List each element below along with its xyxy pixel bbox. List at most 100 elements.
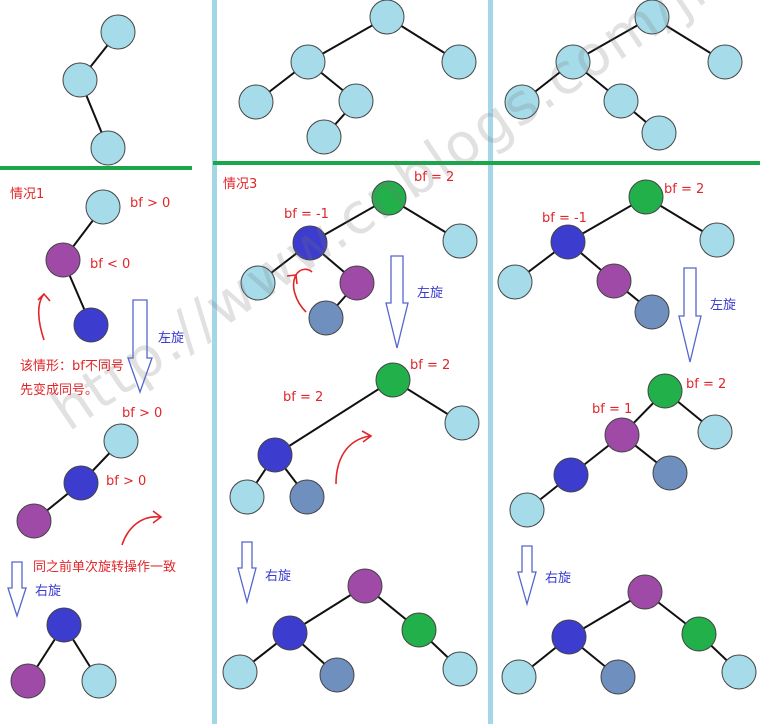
green-tree-node [371,180,407,216]
cyan-tree-node [555,44,591,80]
cyan-tree-node [85,189,121,225]
purple-tree-node [339,265,375,301]
down-arrow-icon [127,299,153,394]
cyan-tree-node [103,423,139,459]
blue-tree-node [63,465,99,501]
green-tree-node [647,373,683,409]
purple-tree-node [596,263,632,299]
slate-tree-node [634,294,670,330]
case1-title: 情况1 [10,187,45,202]
cyan-tree-node [641,115,677,151]
divider-left [212,0,217,724]
cyan-tree-node [721,654,757,690]
blue-tree-node [272,615,308,651]
cyan-tree-node [444,405,480,441]
cyan-tree-node [634,0,670,35]
cyan-tree-node [238,84,274,120]
down-arrow-icon [237,541,257,605]
purple-tree-node [627,574,663,610]
cyan-tree-node [699,222,735,258]
note-text: 同之前单次旋转操作一致 [33,560,177,575]
case3-title: 情况3 [223,177,258,192]
curved-arrow-icon [152,510,163,524]
note-text: 先变成同号。 [20,383,99,398]
bf-label: bf = 2 [283,390,324,405]
green-tree-node [681,616,717,652]
green-tree-node [401,612,437,648]
blue-tree-node [553,457,589,493]
rotate-label: 右旋 [35,584,62,599]
purple-tree-node [10,663,46,699]
bf-label: bf = 2 [664,182,705,197]
cyan-tree-node [290,44,326,80]
slate-tree-node [600,659,636,695]
bf-label: bf = -1 [284,207,329,222]
cyan-tree-node [369,0,405,35]
purple-tree-node [45,242,81,278]
divider-green-right [213,161,760,165]
blue-tree-node [257,437,293,473]
bf-label: bf > 0 [106,474,147,489]
cyan-tree-node [90,130,126,166]
green-tree-node [628,179,664,215]
cyan-tree-node [707,44,743,80]
cyan-tree-node [240,265,276,301]
cyan-tree-node [603,83,639,119]
curved-arrow-icon [286,274,298,285]
cyan-tree-node [229,479,265,515]
curved-arrow-icon [335,435,371,485]
slate-tree-node [308,300,344,336]
tree-edge [526,390,666,511]
purple-tree-node [347,568,383,604]
cyan-tree-node [504,84,540,120]
slate-tree-node [652,455,688,491]
rotate-label: 左旋 [417,286,444,301]
down-arrow-icon [678,267,702,363]
curved-arrow-icon [361,430,373,443]
cyan-tree-node [81,663,117,699]
note-text: 该情形：bf不同号 [20,359,124,374]
purple-tree-node [16,503,52,539]
rotate-label: 左旋 [158,331,185,346]
slate-tree-node [319,657,355,693]
cyan-tree-node [100,14,136,50]
cyan-tree-node [501,659,537,695]
blue-tree-node [73,307,109,343]
bf-label: bf = 2 [686,377,727,392]
cyan-tree-node [442,651,478,687]
blue-tree-node [292,225,328,261]
cyan-tree-node [442,223,478,259]
bf-label: bf < 0 [90,257,131,272]
bf-label: bf = 2 [410,358,451,373]
bf-label: bf > 0 [122,406,163,421]
rotate-label: 右旋 [265,569,292,584]
blue-tree-node [551,619,587,655]
down-arrow-icon [517,545,537,607]
blue-tree-node [46,607,82,643]
curved-arrow-icon [37,292,51,302]
cyan-tree-node [338,83,374,119]
cyan-tree-node [441,44,477,80]
purple-tree-node [604,417,640,453]
cyan-tree-node [222,654,258,690]
green-tree-node [375,362,411,398]
cyan-tree-node [62,62,98,98]
bf-label: bf = 2 [414,170,455,185]
divider-right [488,0,493,724]
down-arrow-icon [385,255,409,349]
curved-arrow-icon [37,293,45,341]
bf-label: bf = -1 [542,211,587,226]
rotate-label: 右旋 [545,571,572,586]
bf-label: bf > 0 [130,196,171,211]
rotate-label: 左旋 [710,298,737,313]
cyan-tree-node [697,414,733,450]
cyan-tree-node [306,119,342,155]
divider-green-left [0,166,192,170]
down-arrow-icon [7,561,27,619]
slate-tree-node [289,479,325,515]
bf-label: bf = 1 [592,402,633,417]
curved-arrow-icon [121,516,161,546]
cyan-tree-node [497,264,533,300]
cyan-tree-node [509,492,545,528]
